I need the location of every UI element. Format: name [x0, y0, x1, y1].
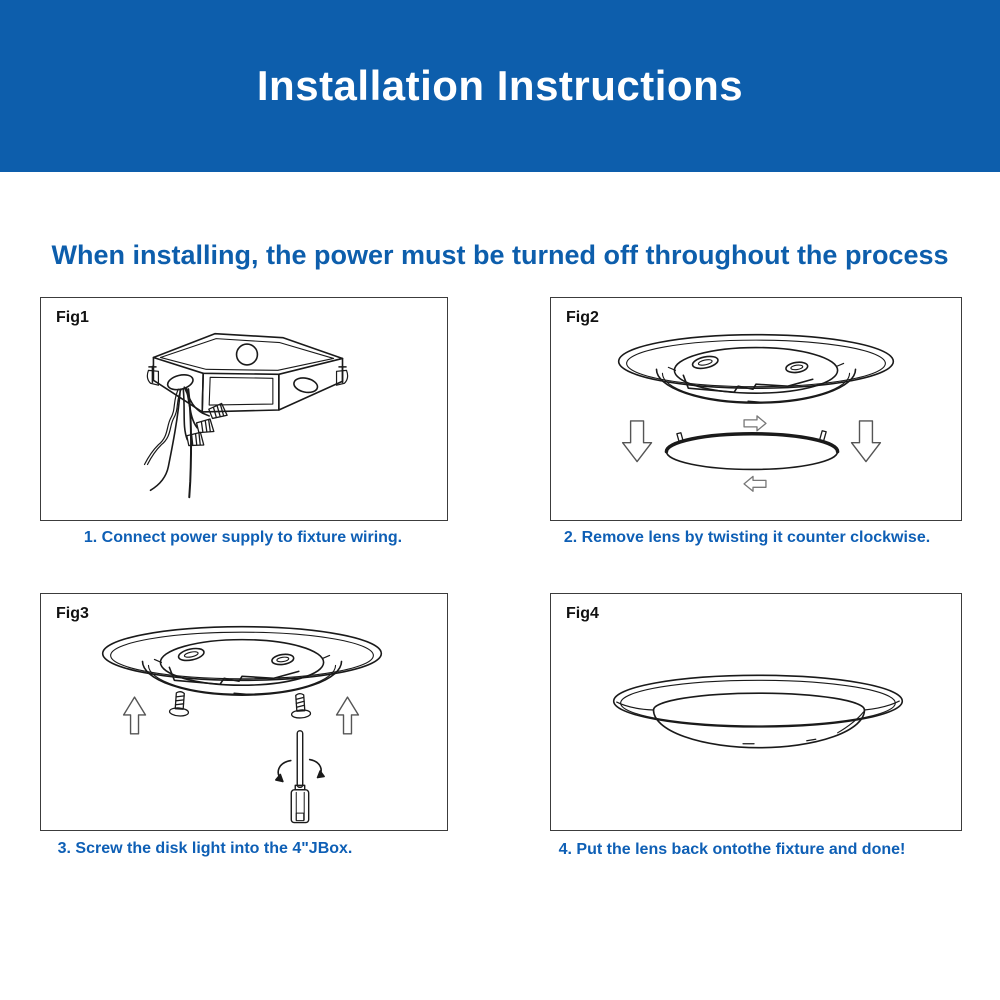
- figure-1-label: Fig1: [56, 309, 89, 326]
- up-arrow-left: [124, 697, 146, 734]
- mounting-ear-right: [337, 366, 348, 385]
- up-arrow-right: [337, 697, 359, 734]
- down-arrow-right: [852, 421, 881, 462]
- figure-4-caption: 4. Put the lens back ontothe fixture and…: [558, 841, 906, 858]
- lens-removal-drawing: [551, 298, 961, 520]
- screw-mounting-drawing: [41, 594, 447, 830]
- figure-2-caption: 2. Remove lens by twisting it counter cl…: [563, 529, 931, 546]
- lens-disk: [666, 431, 837, 470]
- figure-3-label: Fig3: [56, 605, 89, 622]
- figure-1-caption: 1. Connect power supply to fixture wirin…: [83, 529, 403, 546]
- twist-arrow-right: [744, 416, 766, 431]
- assembled-light-drawing: [551, 594, 961, 830]
- figure-2-box: Fig2: [550, 297, 962, 521]
- assembled-disk-light: [614, 675, 903, 747]
- wire-nuts: [187, 403, 228, 447]
- figure-4-label: Fig4: [566, 605, 599, 622]
- supply-wires: [144, 387, 209, 497]
- figure-1-box: Fig1: [40, 297, 448, 521]
- power-off-warning-text: When installing, the power must be turne…: [51, 240, 949, 270]
- disk-light-fixture: [103, 627, 382, 695]
- figure-4-box: Fig4: [550, 593, 962, 831]
- figure-3-caption: 3. Screw the disk light into the 4"JBox.: [57, 840, 353, 857]
- junction-box-drawing: [41, 298, 447, 520]
- screw-left: [169, 691, 190, 717]
- screw-right: [290, 693, 311, 719]
- down-arrow-left: [623, 421, 652, 462]
- mounting-ear-left: [147, 366, 158, 385]
- junction-box: [147, 334, 347, 412]
- figure-3-box: Fig3: [40, 593, 448, 831]
- page-title: Installation Instructions: [256, 62, 744, 109]
- header-banner: Installation Instructions: [0, 0, 1000, 172]
- figure-2-label: Fig2: [566, 309, 599, 326]
- screwdriver: [291, 731, 308, 823]
- rotation-arrows: [276, 760, 324, 782]
- twist-arrow-left: [744, 476, 766, 491]
- disk-light-fixture: [619, 335, 894, 403]
